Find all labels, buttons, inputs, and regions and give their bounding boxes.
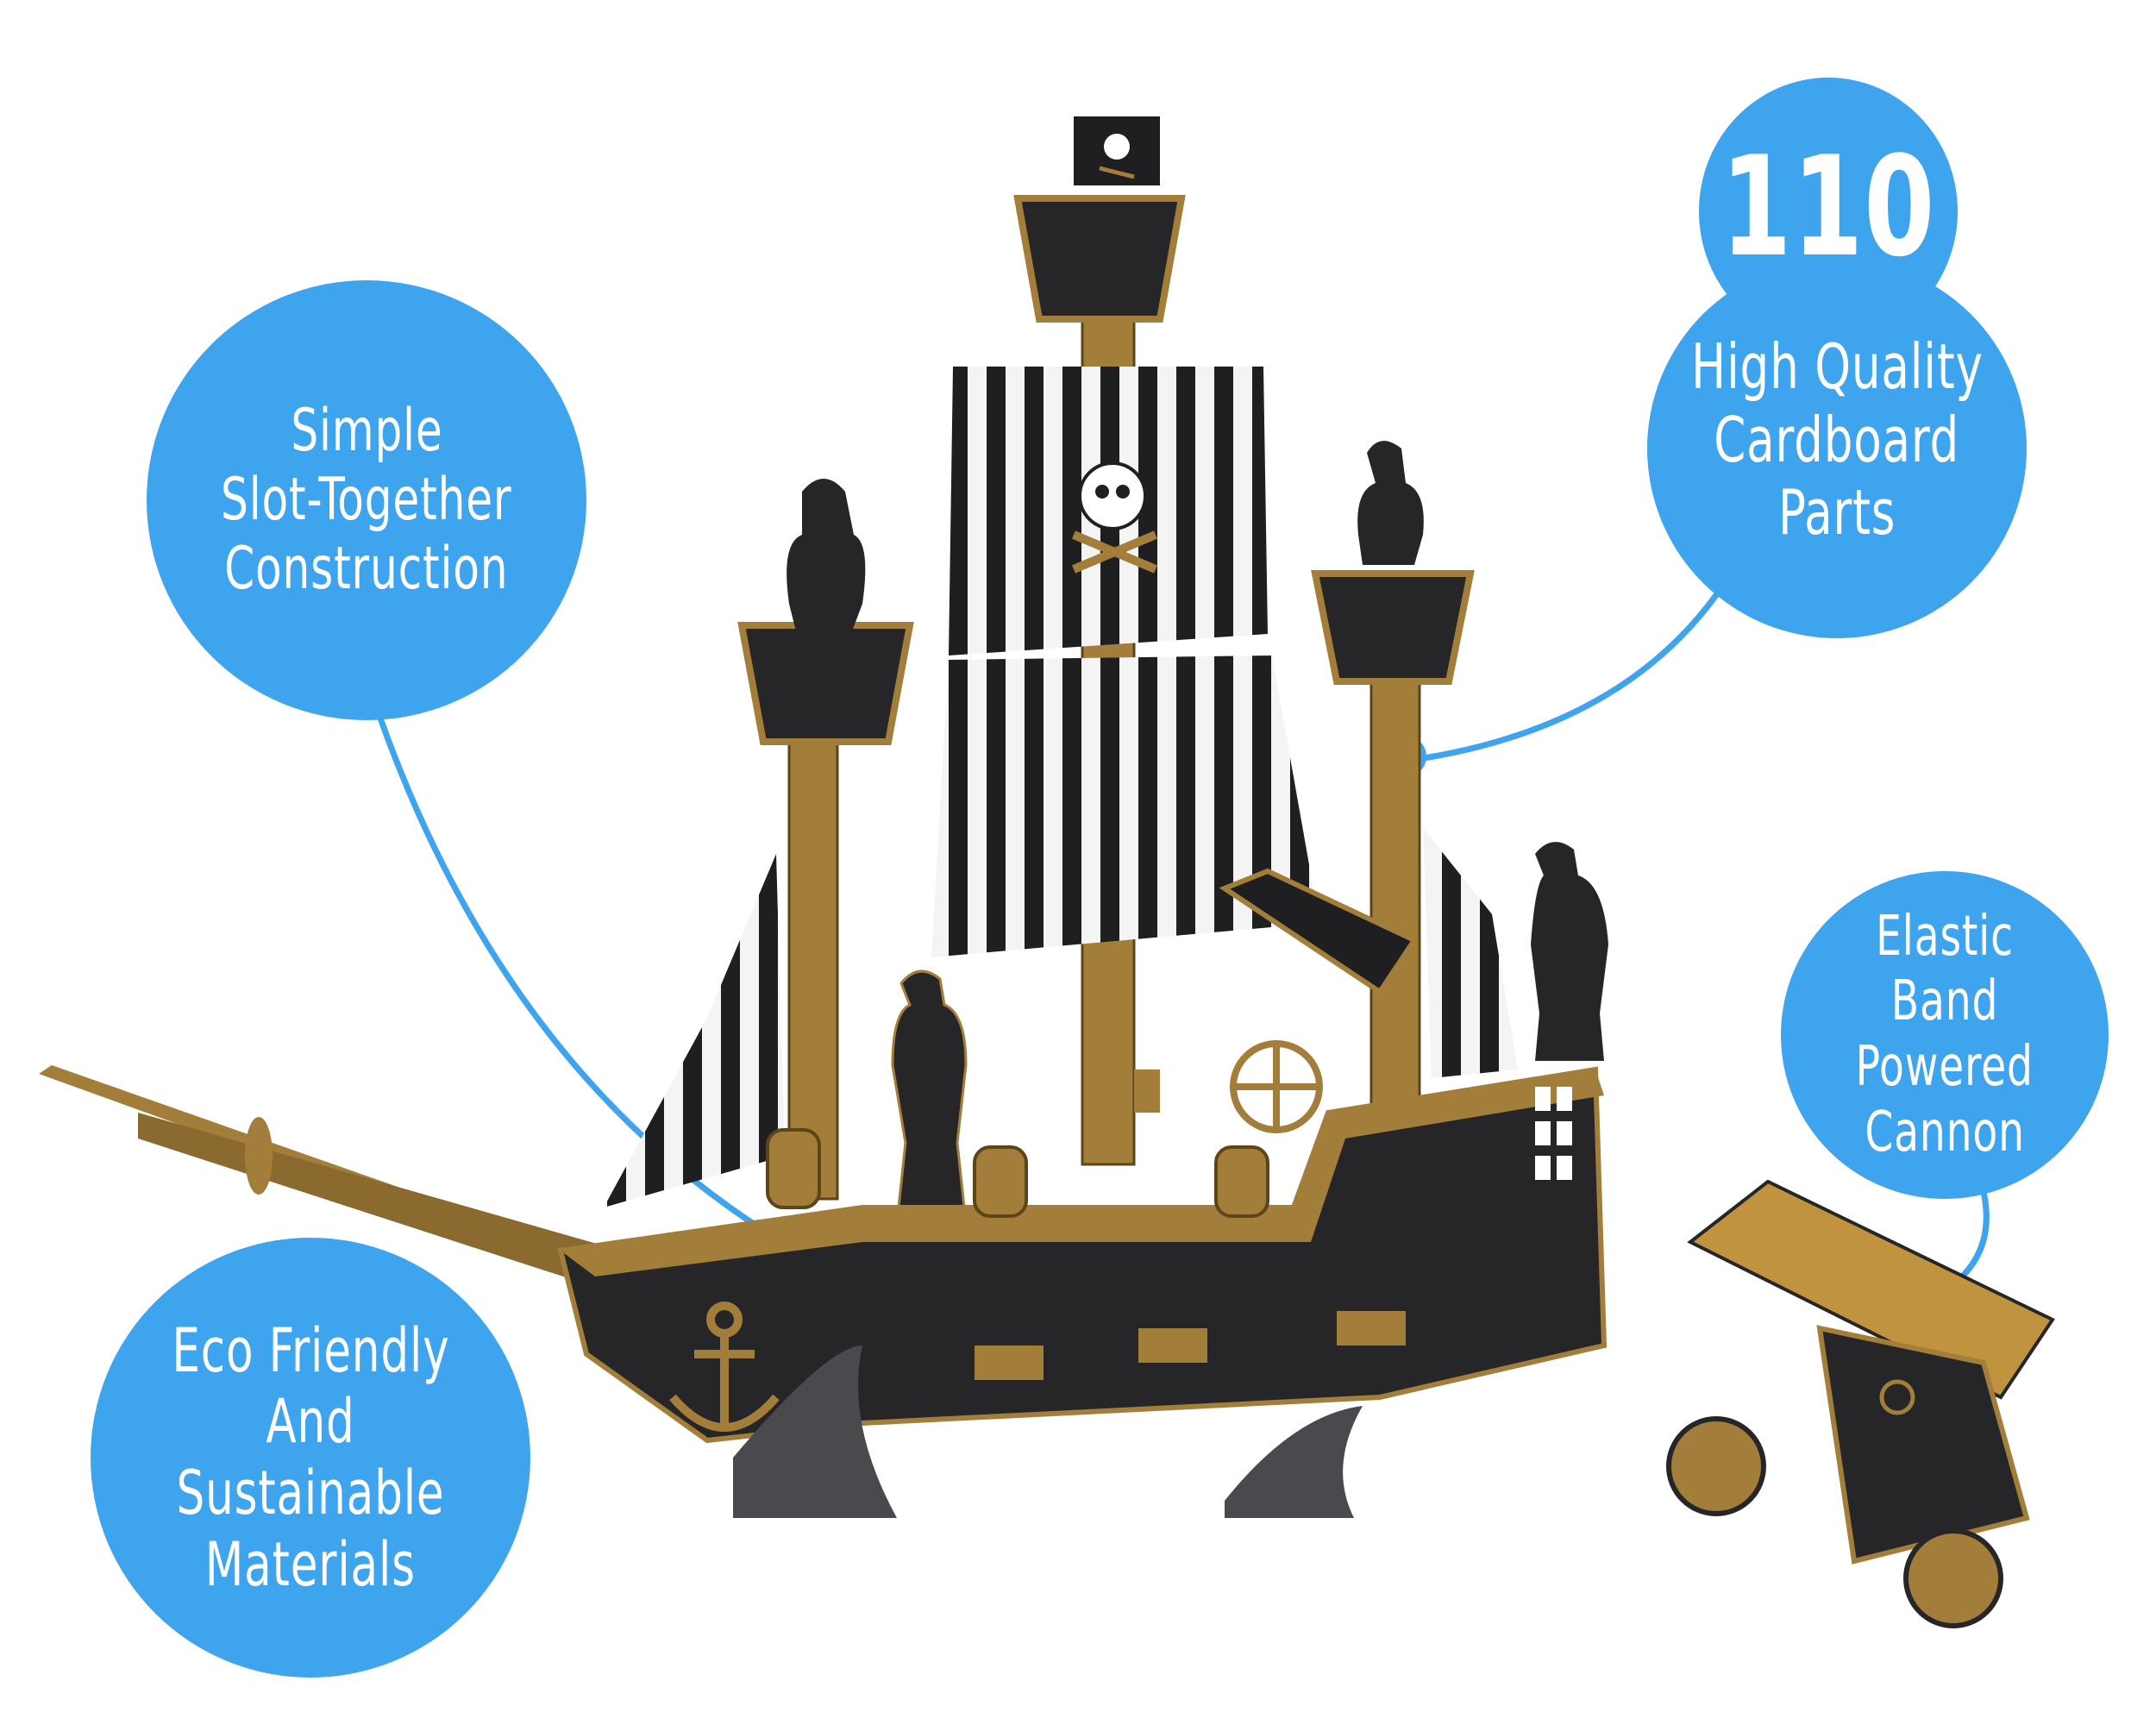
shark-fin-left [733, 1346, 897, 1518]
parts-count: 110 [1720, 125, 1936, 287]
shark-fin-right [1225, 1406, 1363, 1518]
bubble-construction [147, 280, 586, 720]
deck-cannon [1219, 868, 1419, 996]
anchor-icon [669, 1302, 780, 1432]
sail-fore [604, 854, 785, 1208]
callout-eco: Eco Friendly And Sustainable Materials [103, 1315, 517, 1600]
bowsprit [39, 1065, 630, 1298]
bubble-eco [91, 1238, 530, 1678]
bubble-cannon [1781, 871, 2109, 1199]
callout-parts-line-2: Cardboard [1714, 403, 1960, 476]
skull-crossbones-sail-icon [1072, 461, 1157, 574]
ships-wheel-icon [1230, 1040, 1323, 1133]
crows-nest-top [1013, 195, 1186, 323]
pirate-figure-fore [787, 479, 866, 638]
pirate-figures [787, 441, 1608, 1265]
callout-construction-line-1: Simple [290, 396, 443, 465]
callout-cannon-line-1: Elastic Band [1876, 904, 2014, 1034]
hull-windows [1535, 1087, 1572, 1180]
callout-parts-line-1: High Quality [1690, 329, 1984, 403]
callout-parts-count: 110 [1699, 104, 1958, 310]
cannon-wheel-right [1903, 1528, 2003, 1628]
crows-nest-mizzen [1311, 570, 1475, 685]
cannon-wheel-left [1666, 1416, 1766, 1516]
callout-parts: High Quality Cardboard Parts [1639, 328, 2035, 552]
callout-bubbles [91, 78, 2109, 1678]
skull-crossbones-flag-icon [1074, 116, 1160, 185]
crows-nests [737, 195, 1475, 745]
bubble-parts [1647, 259, 2027, 638]
callout-cannon: Elastic Band Powered Cannon [1789, 905, 2100, 1164]
mast-mizzen [1369, 671, 1421, 1123]
mast-fore [787, 714, 839, 1201]
callout-construction-line-2: Slot-Together [221, 465, 512, 534]
callout-cannon-line-2: Powered [1855, 1035, 2034, 1099]
shark-fins [733, 1346, 1363, 1518]
gun-ports [975, 1311, 1406, 1380]
callout-eco-line-1: Eco Friendly [171, 1314, 450, 1386]
sail-main [931, 656, 1319, 957]
sails [604, 367, 1518, 1208]
callout-construction-line-3: Construction [224, 535, 509, 604]
lantern-icon [1134, 1070, 1160, 1113]
sail-mizzen [1423, 828, 1518, 1078]
connector-parts [1418, 568, 1736, 762]
pirate-figure-stern [1531, 842, 1608, 1061]
crows-nest-fore [737, 622, 914, 745]
ship-hull [557, 1040, 1608, 1444]
standalone-cannon [1666, 1179, 2055, 1628]
callout-construction: Simple Slot-Together Construction [164, 371, 569, 630]
callout-parts-line-3: Parts [1777, 476, 1896, 549]
callout-cannon-line-3: Cannon [1865, 1100, 2025, 1164]
connector-construction [376, 714, 830, 1271]
pirate-figure-deck [891, 969, 972, 1265]
callout-eco-line-2: And Sustainable [176, 1386, 445, 1528]
callout-eco-line-3: Materials [204, 1528, 417, 1600]
barrels [766, 1128, 1269, 1218]
pirate-figure-lookout [1357, 441, 1424, 565]
